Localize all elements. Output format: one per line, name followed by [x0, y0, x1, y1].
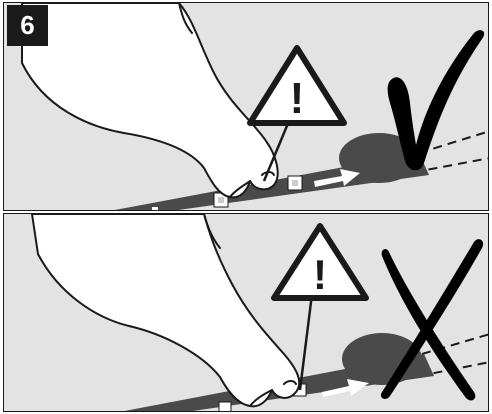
warning-icon: ! [247, 45, 347, 126]
warning-symbol: ! [313, 251, 327, 298]
dashed-guide-lines [403, 333, 488, 380]
panel-correct: ! 6 [3, 2, 489, 211]
finger-lines [203, 214, 297, 407]
direction-arrow [314, 169, 360, 187]
panel-correct-illustration: ! [21, 3, 488, 210]
strip-reel [339, 133, 419, 183]
hand-illustration [21, 3, 279, 199]
warning-icon: ! [271, 223, 369, 301]
checkmark-icon [387, 30, 485, 171]
warning-pointer-line [262, 120, 291, 182]
x-mark-icon [380, 239, 484, 401]
warning-symbol: ! [290, 74, 305, 123]
warning-pointer-line [298, 293, 314, 391]
strip-markings [152, 175, 303, 210]
step-number-badge: 6 [7, 5, 48, 46]
panel-incorrect-illustration: ! [31, 214, 488, 411]
hand-illustration [31, 214, 301, 408]
direction-arrow [322, 379, 369, 397]
panel-incorrect: ! [3, 213, 489, 412]
